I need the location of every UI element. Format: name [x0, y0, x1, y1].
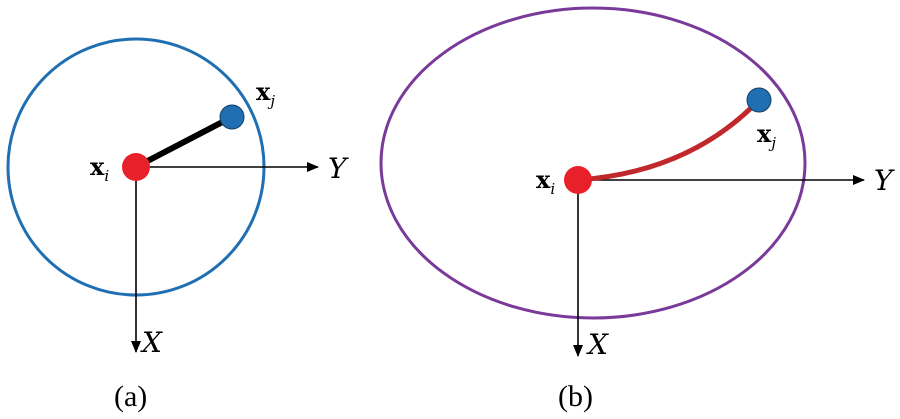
curved-link — [575, 97, 762, 183]
panel-caption: (a) — [114, 380, 147, 413]
panel-caption: (b) — [558, 380, 593, 413]
x-axis-label: X — [586, 328, 609, 361]
node-i — [122, 153, 150, 181]
panel-a: xi xj Y X (a) — [6, 37, 349, 413]
node-j-label: xj — [757, 119, 776, 152]
node-j-label: xj — [256, 77, 275, 110]
node-j — [219, 104, 245, 130]
neighborhood-ellipse — [379, 6, 807, 320]
node-i — [564, 166, 592, 194]
node-j — [746, 87, 772, 113]
x-axis-label: X — [140, 326, 163, 359]
panel-b: xi xj Y X (b) — [379, 6, 895, 413]
node-i-label: xi — [90, 152, 109, 185]
straight-link — [133, 114, 235, 170]
node-i-label: xi — [536, 165, 555, 198]
y-axis-label: Y — [328, 152, 349, 185]
y-axis-label: Y — [874, 164, 895, 197]
